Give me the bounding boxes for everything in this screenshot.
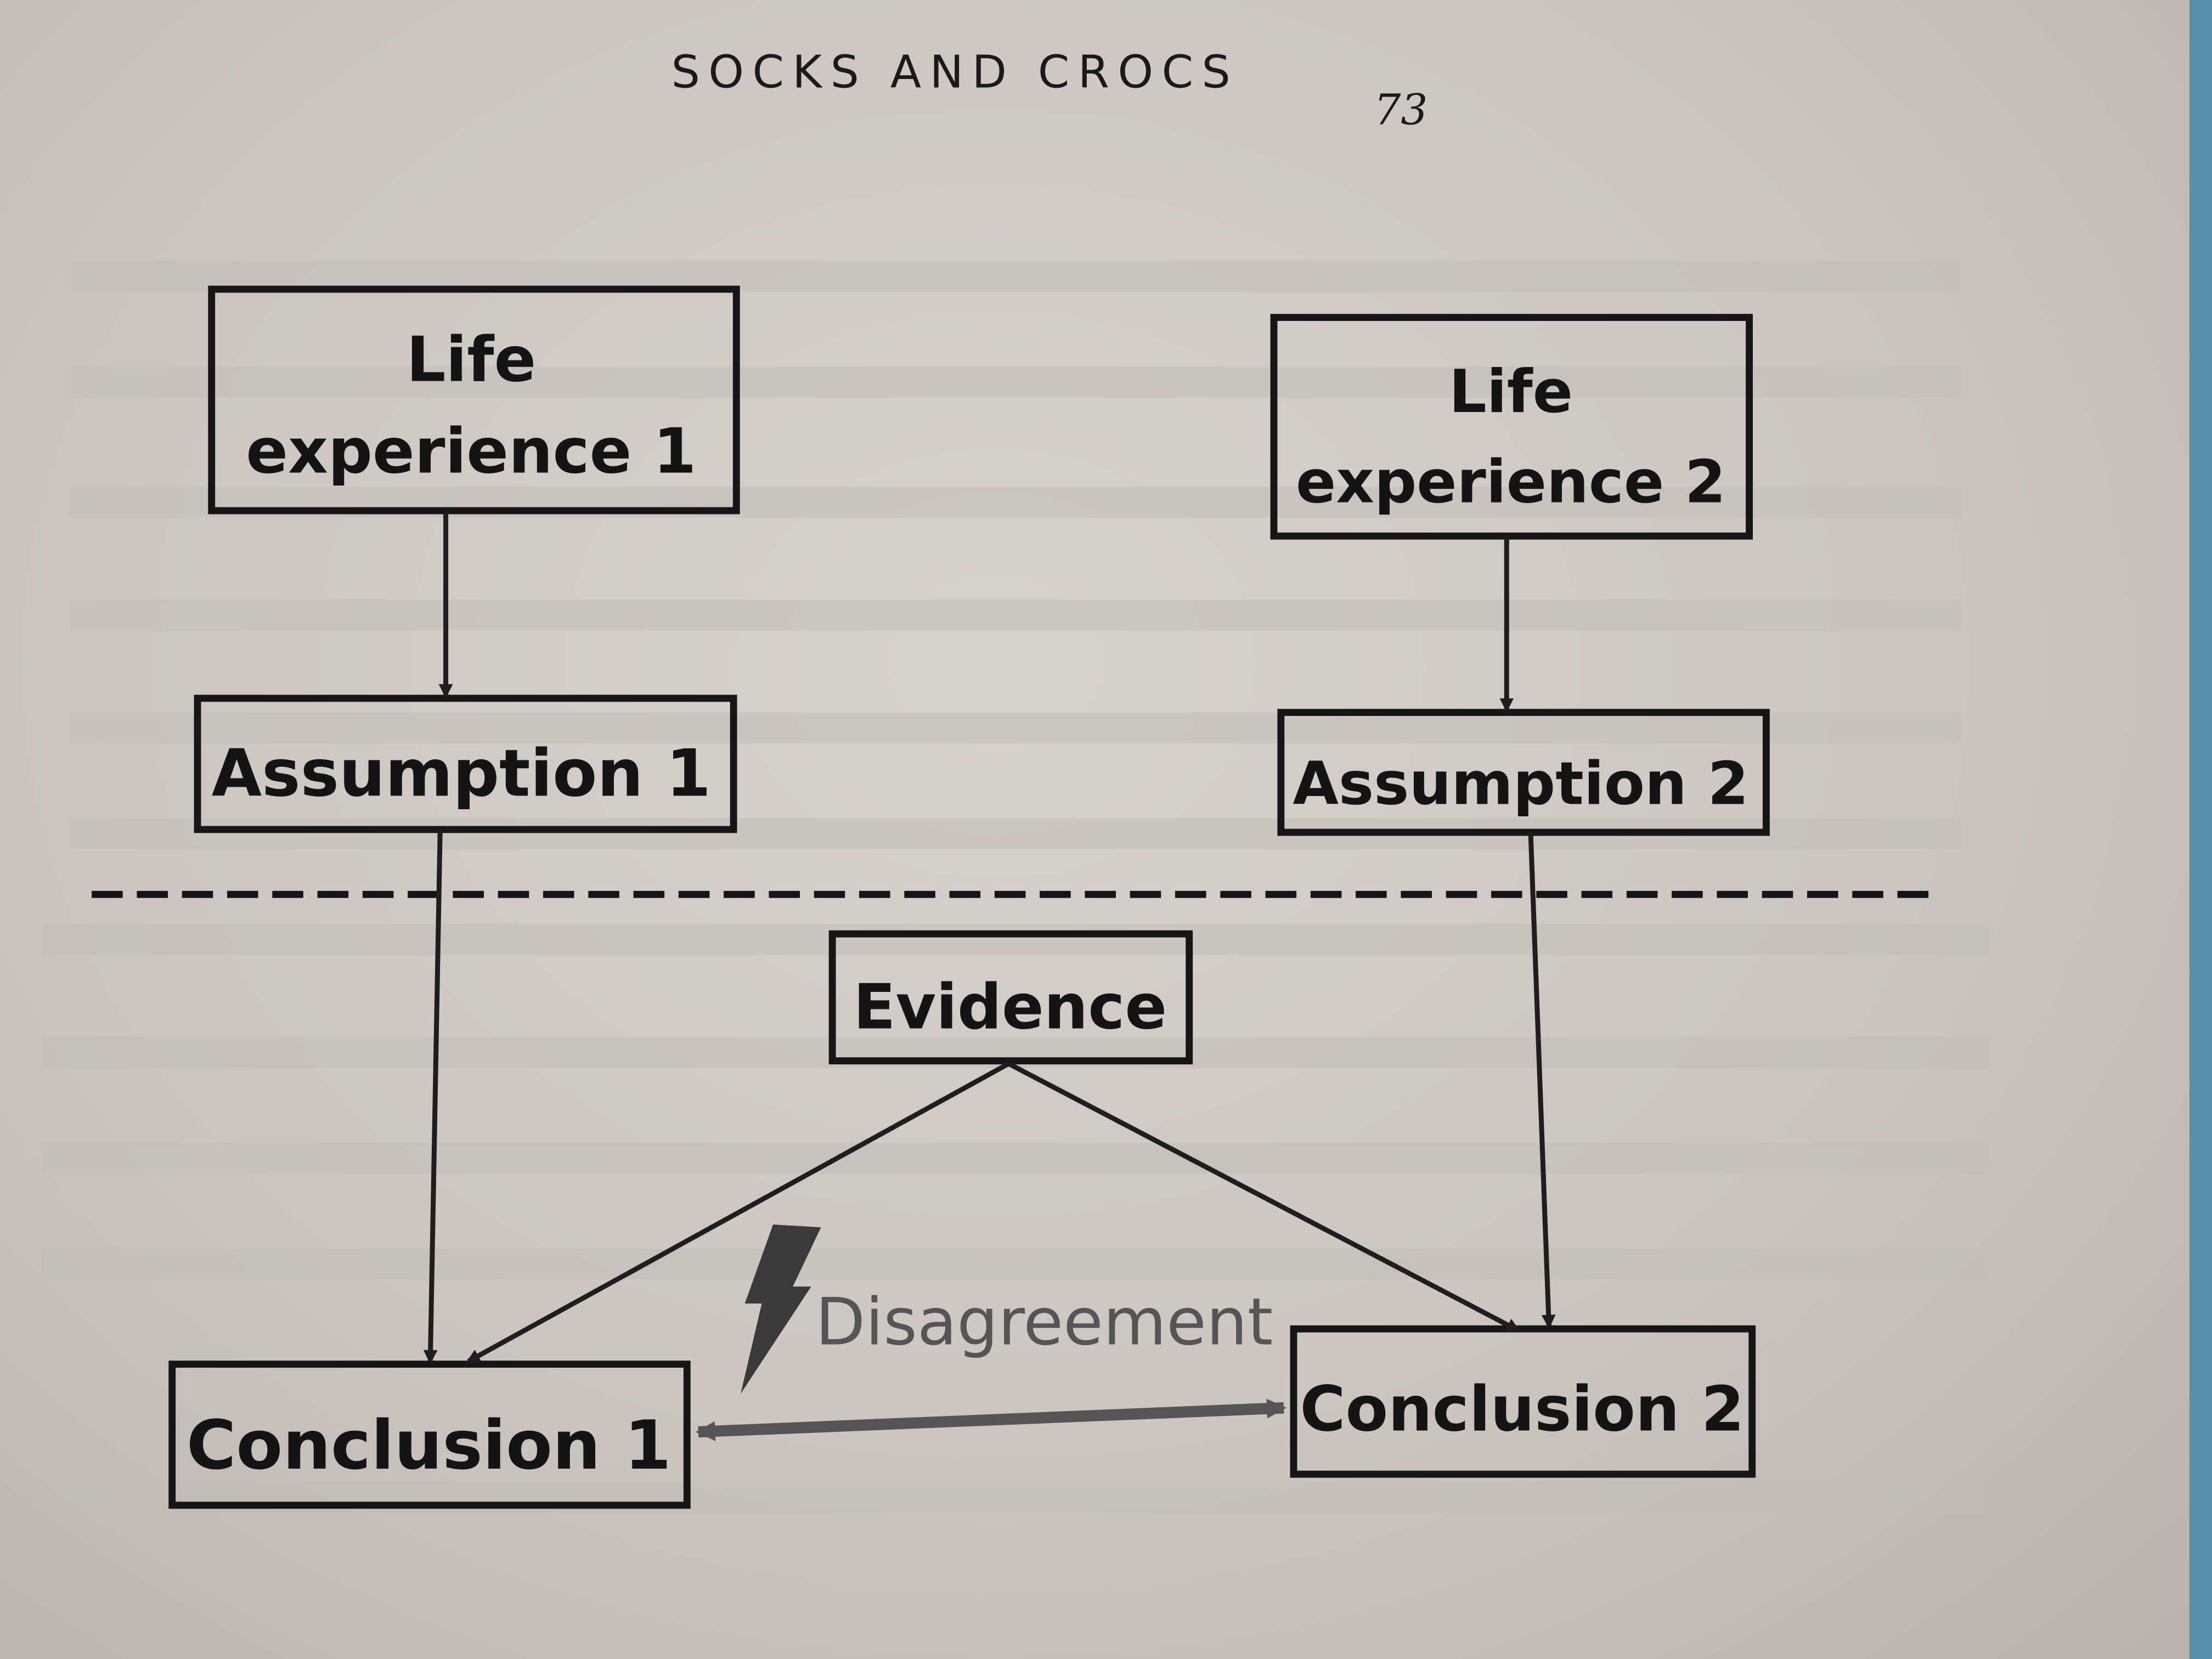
assumption-2-label: Assumption 2 [1293,750,1748,819]
conclusion-1-box: Conclusion 1 [168,1361,691,1509]
arrow-assumption2-to-conclusion2 [1528,832,1556,1329]
page-number: 73 [1374,85,1427,134]
evidence-label: Evidence [853,971,1167,1043]
assumption-1-box: Assumption 1 [194,695,737,833]
life-experience-1-line2: experience 1 [246,415,696,487]
life-experience-1-box: Life experience 1 [208,285,740,515]
disagreement-label: Disagreement [815,1284,1273,1360]
conclusion-2-box: Conclusion 2 [1290,1325,1756,1478]
assumption-2-box: Assumption 2 [1277,709,1770,836]
conclusion-2-label: Conclusion 2 [1300,1373,1745,1445]
arrow-evidence-to-conclusion1 [466,1061,1010,1364]
life-experience-2-line1: Life [1449,358,1573,426]
evidence-box: Evidence [828,930,1193,1065]
arrow-assumption1-to-conclusion1 [423,829,443,1364]
life-experience-1-line1: Life [406,323,536,396]
page-edge [2189,0,2212,1659]
life-experience-2-line2: experience 2 [1296,448,1726,516]
assumption-1-label: Assumption 1 [212,735,711,811]
lightning-bolt-icon [741,1224,821,1394]
life-experience-2-box: Life experience 2 [1270,314,1753,540]
conclusion-1-label: Conclusion 1 [187,1406,672,1485]
running-header: SOCKS AND CROCS [672,46,1239,98]
disagreement-double-arrow [695,1398,1287,1441]
arrow-evidence-to-conclusion2 [1007,1061,1521,1333]
